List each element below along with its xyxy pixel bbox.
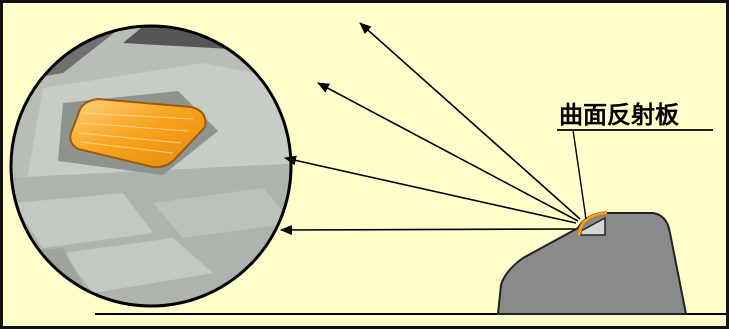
ray-middle [285, 158, 576, 223]
label-leader-line [573, 130, 586, 219]
ray-top [360, 23, 580, 219]
reflector-label-group: 曲面反射板 [557, 101, 713, 219]
stud-cross-section [498, 213, 686, 314]
reflector-label: 曲面反射板 [559, 101, 680, 129]
road-stud-photo [3, 3, 303, 326]
ray-upper [318, 83, 578, 221]
ray-bottom [281, 229, 575, 230]
reflector-diagram: 曲面反射板 [3, 3, 726, 326]
reflected-rays [281, 23, 580, 230]
